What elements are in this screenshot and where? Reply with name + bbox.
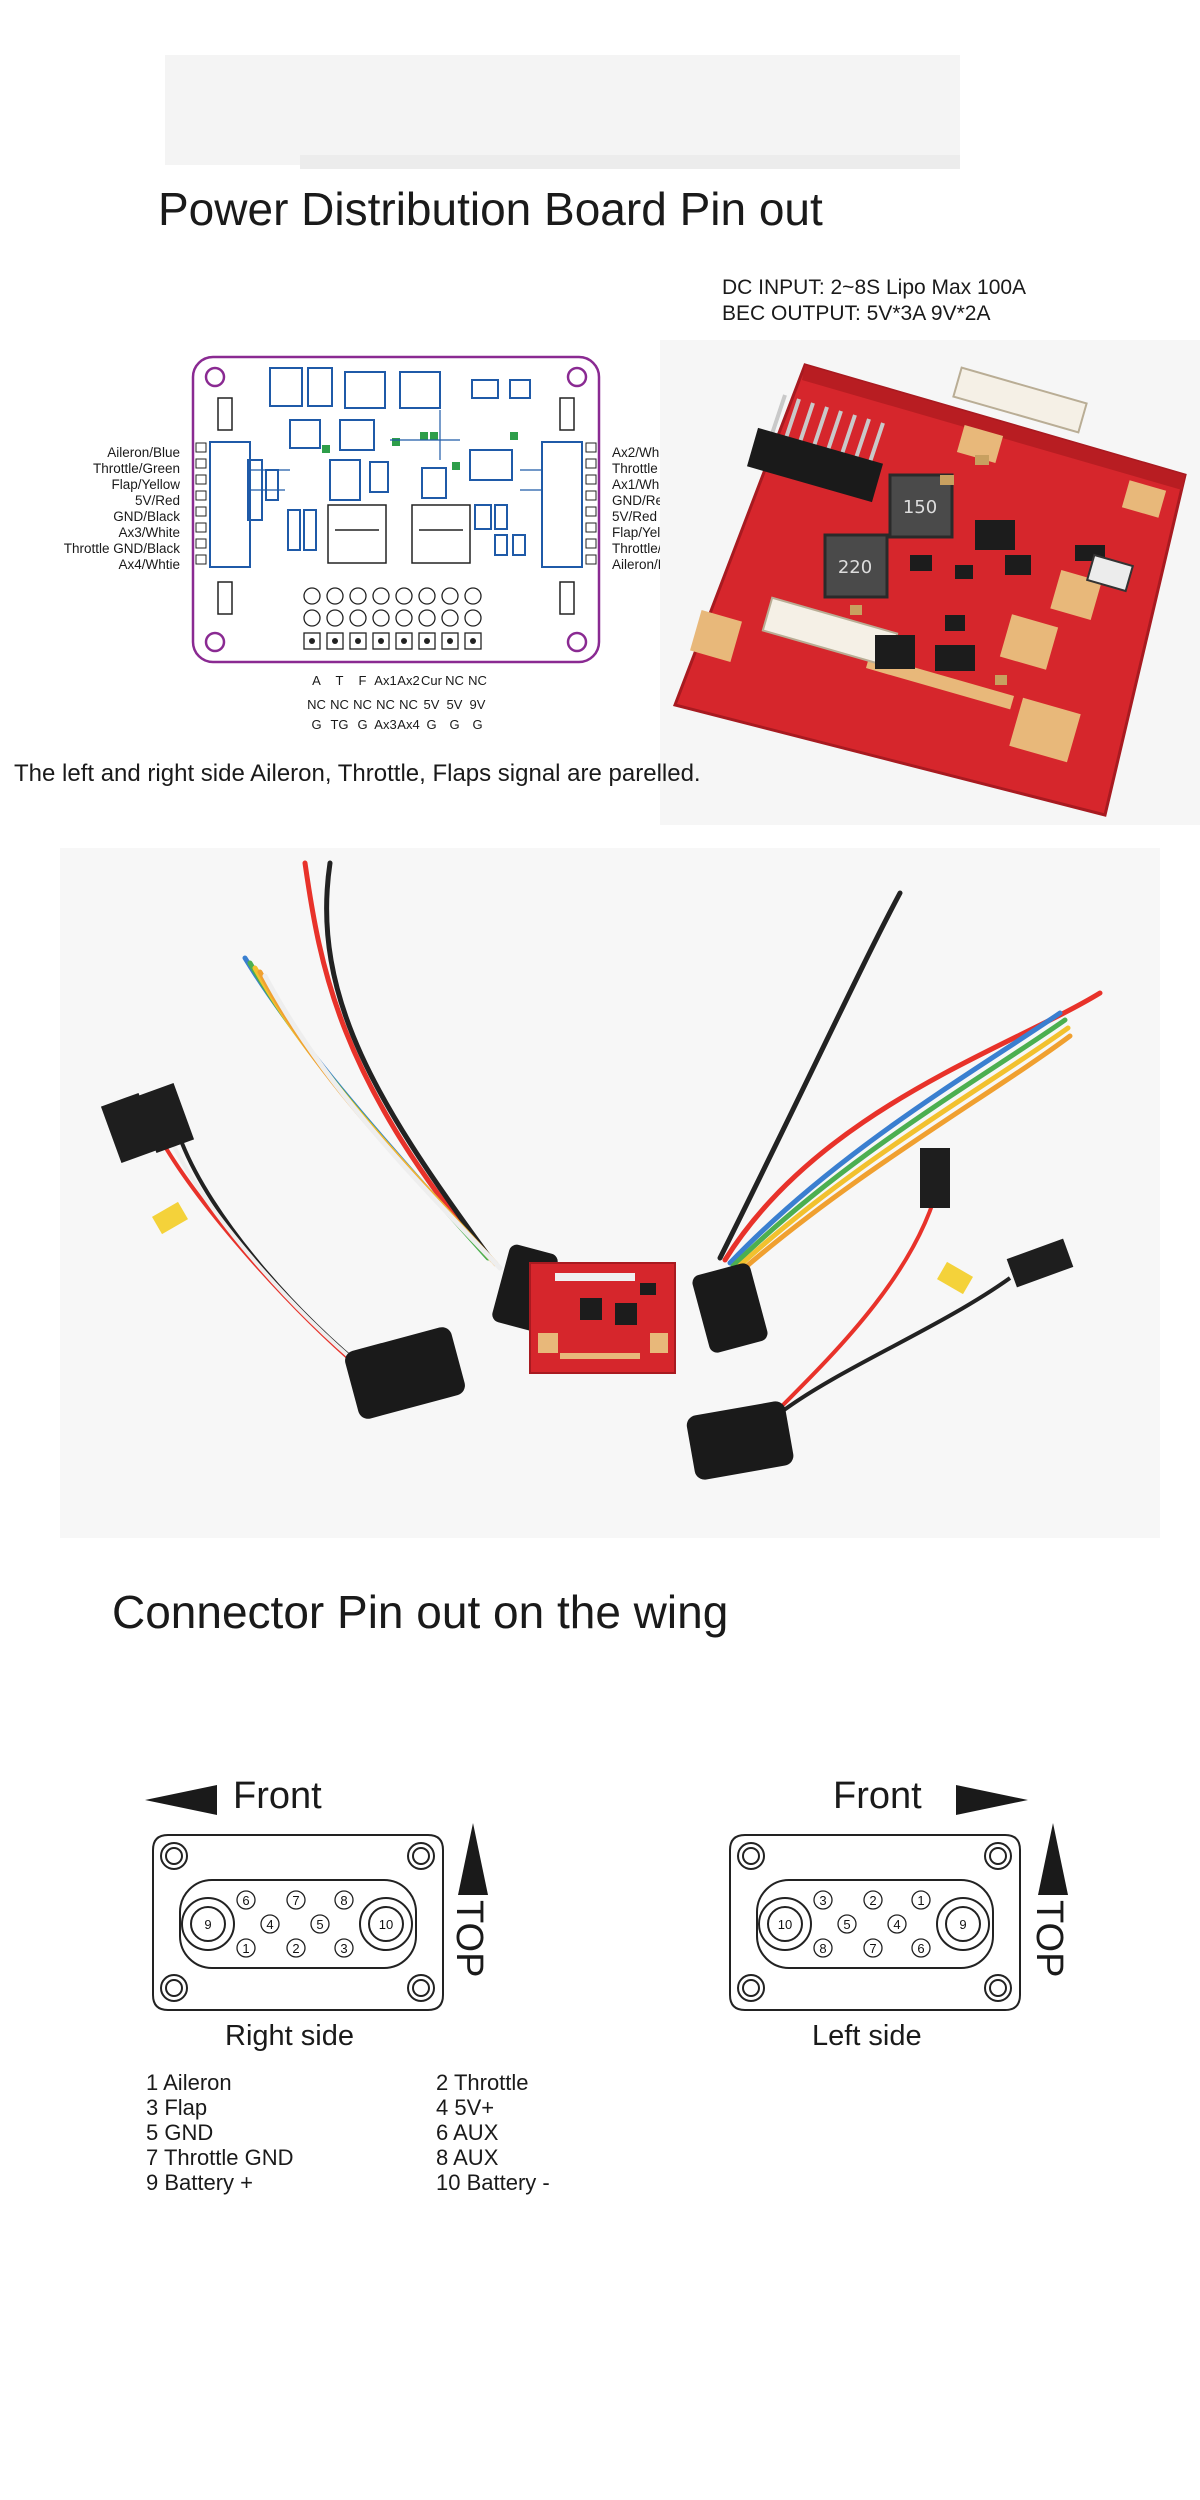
pin-list-right: 2 Throttle 4 5V+ 6 AUX 8 AUX 10 Battery …	[436, 2070, 550, 2195]
pin-list-item: 7 Throttle GND	[146, 2145, 294, 2170]
pin-list-left: 1 Aileron 3 Flap 5 GND 7 Throttle GND 9 …	[146, 2070, 294, 2195]
pin-label: Ax1	[374, 673, 397, 688]
top-arrow-up-icon	[458, 1823, 488, 1895]
front-arrow-right-icon	[956, 1785, 1028, 1815]
pin-label: NC	[353, 697, 372, 712]
pin-list-item: 8 AUX	[436, 2145, 499, 2170]
pin-list-item: 3 Flap	[146, 2095, 208, 2120]
left-label: GND/Black	[113, 509, 180, 524]
pcb-photo: 150 220	[672, 363, 1187, 817]
left-side-label: Left side	[812, 2020, 922, 2052]
pin-label: TG	[330, 717, 349, 732]
front-arrow-left-icon	[145, 1785, 217, 1815]
pin-label: 9V	[469, 697, 486, 712]
pin-label: Cur	[421, 673, 442, 688]
pin-label: NC	[330, 697, 349, 712]
inductor-150-label: 150	[903, 497, 937, 518]
pin-label: 5V	[423, 697, 440, 712]
pin-list-item: 5 GND	[146, 2120, 214, 2145]
pin-number: 2	[292, 1941, 299, 1956]
left-label: 5V/Red	[134, 493, 180, 508]
board-schematic	[191, 355, 601, 664]
left-label: Ax3/White	[118, 525, 180, 540]
pin-label: Ax4	[397, 717, 420, 732]
pin-label: F	[358, 673, 367, 688]
left-label: Aileron/Blue	[107, 445, 180, 460]
pin-number: 1	[242, 1941, 249, 1956]
pin-label: A	[312, 673, 321, 688]
pin-label: Ax2	[397, 673, 420, 688]
pin-row-2: NC NC NC NC NC 5V 5V 9V	[305, 697, 489, 712]
parallel-note: The left and right side Aileron, Throttl…	[14, 760, 701, 787]
pin-number: 8	[340, 1893, 347, 1908]
pin-label: Ax3	[374, 717, 397, 732]
pin-number: 9	[959, 1917, 966, 1932]
page-title: Power Distribution Board Pin out	[158, 183, 823, 235]
pin-label: T	[335, 673, 344, 688]
harness-photo	[100, 860, 1103, 1480]
left-label: Throttle GND/Black	[63, 541, 180, 556]
pin-list-item: 1 Aileron	[146, 2070, 232, 2095]
left-label: Throttle/Green	[92, 461, 180, 476]
left-label: Flap/Yellow	[111, 477, 180, 492]
top-label-left: TOP	[1028, 1900, 1070, 1978]
pin-label: NC	[307, 697, 326, 712]
pin-list-item: 9 Battery +	[146, 2170, 254, 2195]
pin-label: NC	[445, 673, 464, 688]
pin-number: 4	[893, 1917, 900, 1932]
pin-number: 7	[292, 1893, 299, 1908]
pin-list-item: 4 5V+	[436, 2095, 495, 2120]
pin-label: NC	[376, 697, 395, 712]
pin-number: 9	[204, 1917, 211, 1932]
pin-label: G	[357, 717, 368, 732]
right-side-label: Right side	[225, 2020, 354, 2052]
pin-label: G	[426, 717, 437, 732]
pin-label: NC	[468, 673, 487, 688]
front-label-right: Front	[233, 1775, 322, 1817]
right-label: Ax1/White	[612, 477, 674, 492]
pin-number: 1	[917, 1893, 924, 1908]
connector-left-side: 10 3 2 1 9 5 4 8 7 6	[729, 1834, 1021, 2011]
pin-list-item: 10 Battery -	[436, 2170, 550, 2195]
front-label-left: Front	[833, 1775, 922, 1817]
section-title: Connector Pin out on the wing	[112, 1586, 729, 1638]
right-label: GND/Red	[612, 493, 671, 508]
dc-input-spec: DC INPUT: 2~8S Lipo Max 100A	[722, 276, 1027, 299]
pin-number: 3	[340, 1941, 347, 1956]
pin-number: 5	[843, 1917, 850, 1932]
pin-label: G	[311, 717, 322, 732]
pin-number: 10	[379, 1917, 393, 1932]
header-banner-bg	[165, 55, 960, 165]
bec-output-spec: BEC OUTPUT: 5V*3A 9V*2A	[722, 302, 991, 325]
pin-number: 6	[917, 1941, 924, 1956]
pin-label: G	[472, 717, 483, 732]
pin-label: NC	[399, 697, 418, 712]
header-banner-line	[300, 155, 960, 169]
top-arrow-up-icon	[1038, 1823, 1068, 1895]
pin-number: 8	[819, 1941, 826, 1956]
pin-number: 5	[316, 1917, 323, 1932]
pin-list-item: 6 AUX	[436, 2120, 499, 2145]
pin-number: 10	[778, 1917, 792, 1932]
right-label: Ax2/White	[612, 445, 674, 460]
pin-number: 4	[266, 1917, 273, 1932]
connector-right-side: 9 6 7 8 10 4 5 1 2 3	[152, 1834, 444, 2011]
pin-label: G	[449, 717, 460, 732]
pin-number: 7	[869, 1941, 876, 1956]
left-label: Ax4/Whtie	[118, 557, 180, 572]
inductor-220-label: 220	[838, 557, 872, 578]
right-label: 5V/Red	[612, 509, 658, 524]
pin-list-item: 2 Throttle	[436, 2070, 529, 2095]
top-label-right: TOP	[448, 1900, 490, 1978]
harness-photo-bg	[60, 848, 1160, 1538]
pin-number: 6	[242, 1893, 249, 1908]
pin-number: 2	[869, 1893, 876, 1908]
pin-number: 3	[819, 1893, 826, 1908]
pin-label: 5V	[446, 697, 463, 712]
